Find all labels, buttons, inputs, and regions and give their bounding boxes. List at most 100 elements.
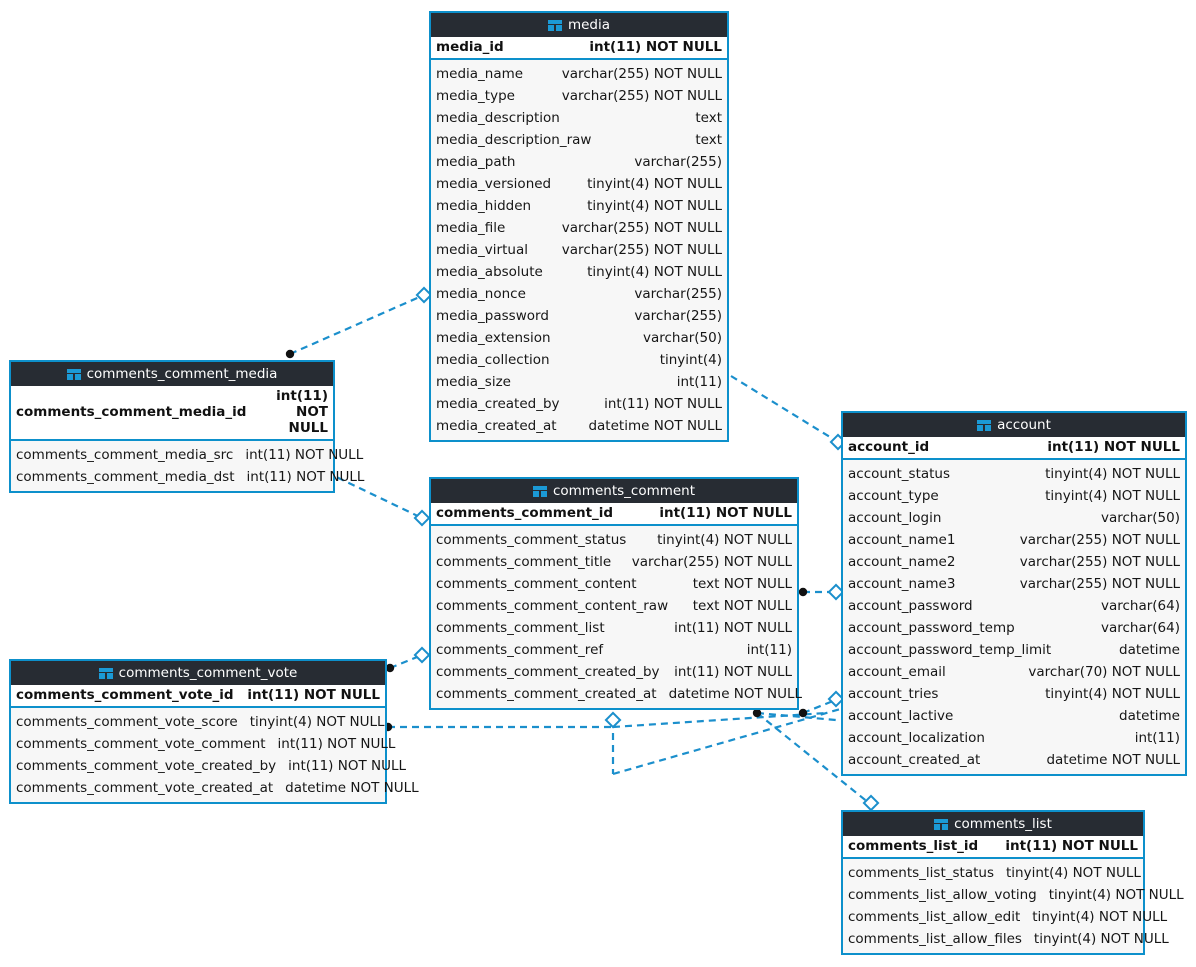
column-type: tinyint(4) NOT NULL xyxy=(1048,887,1184,903)
column-name: account_status xyxy=(848,466,951,482)
column-type: tinyint(4) NOT NULL xyxy=(249,714,385,730)
column-name: comments_comment_vote_id xyxy=(16,687,234,703)
entity-title: comments_comment_media xyxy=(86,366,278,382)
entity-comments_comment_media[interactable]: comments_comment_media comments_comment_m… xyxy=(9,360,364,493)
link-diamond xyxy=(413,509,431,527)
entity-header-media[interactable]: media xyxy=(431,13,727,37)
column-type: tinyint(4) NOT NULL xyxy=(1033,931,1169,947)
column-row[interactable]: account_lactive datetime xyxy=(843,705,1185,727)
column-type: datetime xyxy=(1119,642,1180,658)
column-name: media_collection xyxy=(436,352,550,368)
entity-header-account[interactable]: account xyxy=(843,413,1185,437)
entity-header-comments_comment_media[interactable]: comments_comment_media xyxy=(11,362,333,386)
column-row[interactable]: comments_comment_created_at datetime NOT … xyxy=(431,683,802,705)
column-type: varchar(255) NOT NULL xyxy=(1019,554,1180,570)
column-name: account_lactive xyxy=(848,708,954,724)
entity-header-comments_comment[interactable]: comments_comment xyxy=(431,479,797,503)
entity-header-comments_list[interactable]: comments_list xyxy=(843,812,1143,836)
column-name: comments_comment_created_by xyxy=(436,664,660,680)
entity-title: comments_comment xyxy=(552,483,696,499)
column-type: tinyint(4) NOT NULL xyxy=(1045,686,1180,702)
column-name: comments_comment_created_at xyxy=(436,686,657,702)
column-name: account_email xyxy=(848,664,946,680)
table-icon xyxy=(547,19,562,31)
column-name: comments_comment_content xyxy=(436,576,637,592)
column-type: varchar(255) NOT NULL xyxy=(631,554,792,570)
column-name: comments_comment_vote_created_at xyxy=(16,780,274,796)
column-type: tinyint(4) NOT NULL xyxy=(587,264,722,280)
column-type: datetime xyxy=(1119,708,1180,724)
link-comment-account-lactive xyxy=(802,699,834,715)
column-type: datetime NOT NULL xyxy=(668,686,803,702)
column-type: int(11) xyxy=(676,374,722,390)
column-name: comments_comment_media_src xyxy=(16,447,234,463)
entity-header-comments_comment_vote[interactable]: comments_comment_vote xyxy=(11,661,385,685)
link-elbow-account-name3 xyxy=(612,711,827,729)
column-type: tinyint(4) NOT NULL xyxy=(587,198,722,214)
column-type: int(11) xyxy=(1134,730,1180,746)
table-icon xyxy=(98,667,113,679)
column-name: media_versioned xyxy=(436,176,552,192)
